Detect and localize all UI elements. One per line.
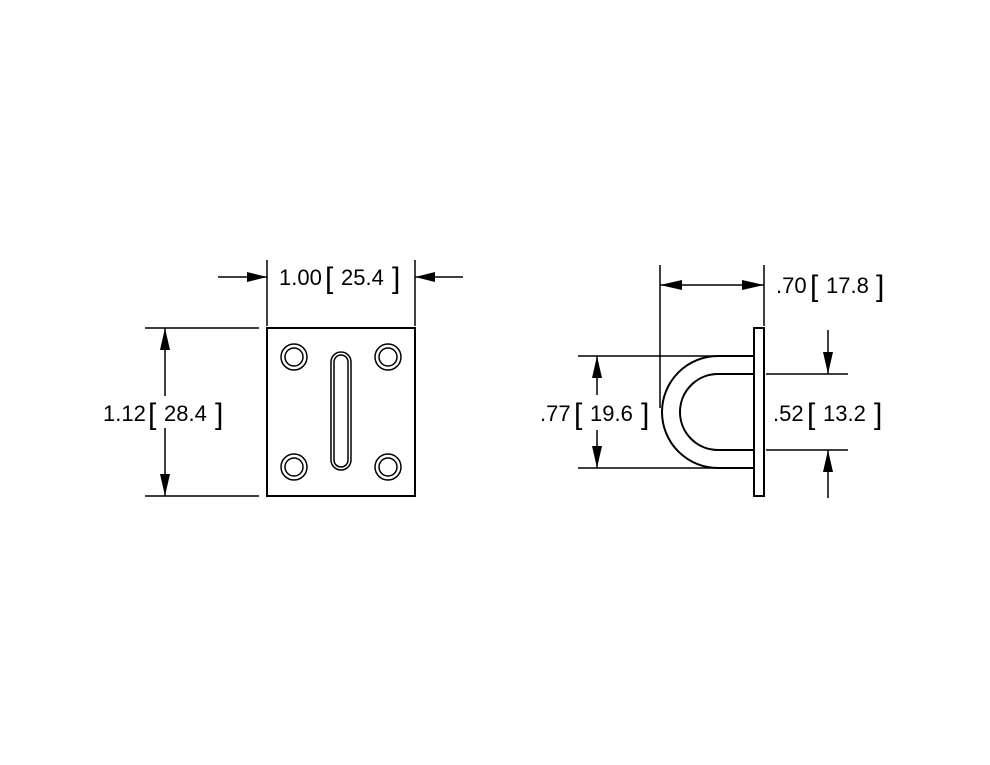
outer-span-bracket-close: ] <box>641 398 649 431</box>
inner-span-mm-label: 13.2 <box>823 401 866 426</box>
height-bracket-close: ] <box>215 398 223 431</box>
height-bracket-open: [ <box>148 398 157 431</box>
outer-span-mm-label: 19.6 <box>590 401 633 426</box>
inner-span-bracket-close: ] <box>874 398 882 431</box>
outer-span-bracket-open: [ <box>574 398 583 431</box>
side-plate <box>753 327 765 497</box>
inner-span-inch-label: .52 <box>773 401 804 426</box>
width-bracket-open: [ <box>325 262 334 295</box>
depth-mm-label: 17.8 <box>826 273 869 298</box>
outer-span-inch-label: .77 <box>540 401 571 426</box>
mounting-hole-top-right <box>374 343 402 371</box>
height-inch-label: 1.12 <box>103 401 146 426</box>
depth-bracket-open: [ <box>810 270 819 303</box>
outer-span-dimension: .77 [ 19.6 ] <box>540 355 716 469</box>
plate-outline <box>266 327 416 497</box>
height-mm-label: 28.4 <box>164 401 207 426</box>
depth-bracket-close: ] <box>876 270 884 303</box>
width-inch-label: 1.00 <box>279 265 322 290</box>
depth-dimension: .70 [ 17.8 ] <box>659 265 884 408</box>
width-dimension: 1.00 [ 25.4 ] <box>218 260 463 326</box>
depth-inch-label: .70 <box>776 273 807 298</box>
front-view <box>266 327 416 497</box>
mounting-hole-top-left <box>280 343 308 371</box>
center-slot-inner <box>333 354 349 468</box>
width-bracket-close: ] <box>392 262 400 295</box>
loop-inner <box>679 373 754 451</box>
width-mm-label: 25.4 <box>341 265 384 290</box>
side-view <box>661 327 765 497</box>
mounting-hole-bottom-left <box>280 453 308 481</box>
mounting-hole-bottom-right <box>374 453 402 481</box>
center-slot <box>330 351 352 471</box>
inner-span-dimension: .52 [ 13.2 ] <box>766 330 882 498</box>
loop-outer <box>661 355 754 469</box>
inner-span-bracket-open: [ <box>807 398 816 431</box>
height-dimension: 1.12 [ 28.4 ] <box>103 327 259 497</box>
